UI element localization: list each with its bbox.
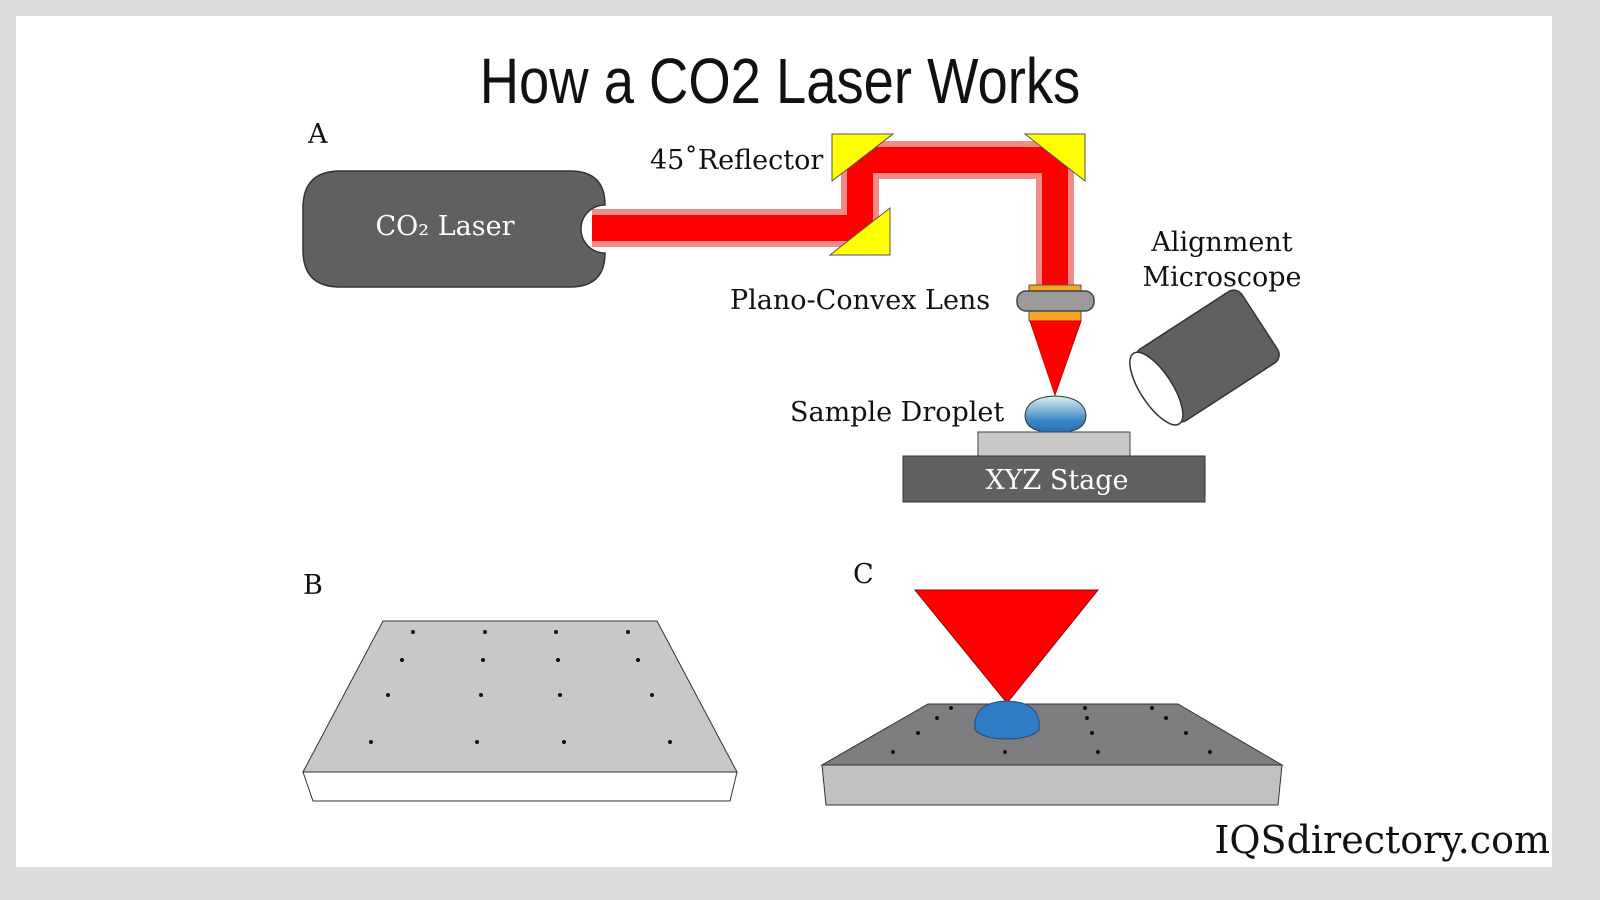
focused-beam-cone (1029, 320, 1082, 397)
substrate-plate-b (302, 620, 738, 802)
sample-spot (475, 740, 479, 744)
sample-spots-b (369, 630, 672, 744)
sample-spot (1164, 716, 1168, 720)
canvas-background (16, 16, 1552, 867)
reflector-mirror-1 (828, 206, 891, 256)
panel-label-a: A (307, 119, 328, 150)
microscope-label-line1: Alignment (1150, 227, 1292, 258)
co2-laser-label: CO₂ Laser (376, 211, 515, 242)
sample-spot (479, 693, 483, 697)
sample-spot (554, 630, 558, 634)
alignment-microscope (1129, 289, 1280, 426)
plano-convex-lens (1016, 284, 1095, 322)
droplet-label: Sample Droplet (790, 397, 1004, 428)
sample-substrate (977, 431, 1131, 457)
sample-spot (1096, 750, 1100, 754)
sample-spot (400, 658, 404, 662)
sample-spot (1184, 731, 1188, 735)
xyz-stage-label: XYZ Stage (985, 465, 1128, 496)
sample-spot (1083, 706, 1087, 710)
sample-spot (558, 693, 562, 697)
sample-spot (386, 693, 390, 697)
sample-spot (556, 658, 560, 662)
sample-spot (483, 630, 487, 634)
diagram-title: How a CO2 Laser Works (480, 45, 1080, 117)
panel-label-c: C (853, 559, 874, 590)
sample-spot (626, 630, 630, 634)
sample-spot (668, 740, 672, 744)
panel-label-b: B (303, 570, 323, 601)
sample-spot (369, 740, 373, 744)
reflector-mirror-3 (1023, 133, 1086, 183)
xyz-stage (902, 455, 1206, 503)
reflector-label: 45˚Reflector (650, 144, 823, 176)
sample-spot (1090, 731, 1094, 735)
lens-label: Plano-Convex Lens (730, 285, 990, 316)
microscope-label-line2: Microscope (1142, 262, 1301, 293)
sample-spot (1085, 716, 1089, 720)
sample-spots-c (891, 706, 1212, 754)
reflector-mirror-2 (831, 133, 895, 183)
sample-spot (935, 716, 939, 720)
sample-spot (411, 630, 415, 634)
sample-spot (650, 693, 654, 697)
sample-spot (1003, 750, 1007, 754)
laser-cone-c (913, 589, 1100, 704)
sample-spot (1208, 750, 1212, 754)
sample-spot (949, 706, 953, 710)
watermark: IQSdirectory.com (1214, 818, 1550, 862)
sample-spot (562, 740, 566, 744)
sample-droplet (1024, 395, 1087, 438)
sample-spot (1150, 706, 1154, 710)
sample-spot (636, 658, 640, 662)
co2-laser-body (302, 170, 606, 288)
sample-spot (481, 658, 485, 662)
sample-spot (891, 750, 895, 754)
sample-spot (916, 731, 920, 735)
sample-droplet-c (974, 700, 1040, 740)
